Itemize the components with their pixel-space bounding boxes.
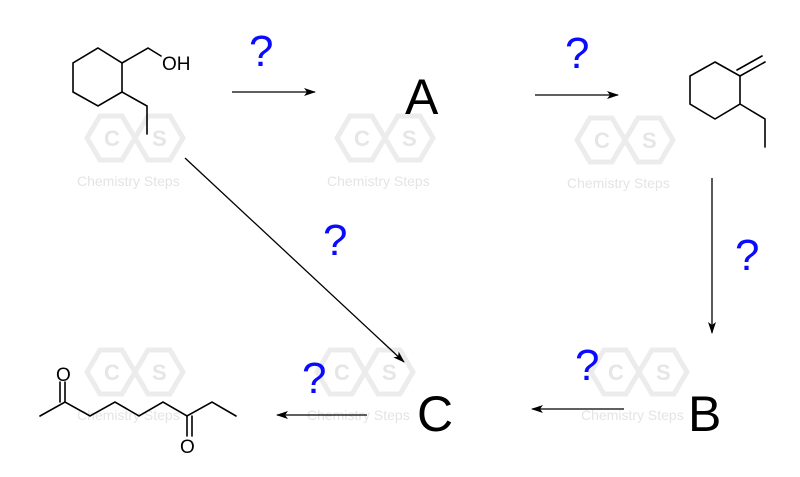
svg-text:Chemistry Steps: Chemistry Steps (77, 407, 180, 423)
methylenecyclohexane-molecule (689, 55, 766, 148)
watermark: C S Chemistry Steps (567, 118, 673, 191)
svg-text:C: C (594, 128, 610, 153)
question-mark: ? (249, 27, 273, 76)
question-mark: ? (323, 216, 347, 265)
svg-text:S: S (152, 126, 167, 151)
svg-text:Chemistry Steps: Chemistry Steps (77, 173, 180, 189)
watermark: C S Chemistry Steps (581, 350, 687, 423)
svg-text:Chemistry Steps: Chemistry Steps (581, 407, 684, 423)
starting-alcohol-molecule: OH (72, 47, 191, 135)
svg-text:S: S (656, 360, 671, 385)
svg-text:S: S (642, 128, 657, 153)
svg-text:C: C (354, 126, 370, 151)
svg-text:C: C (104, 360, 120, 385)
question-mark: ? (565, 29, 589, 78)
watermark: C S Chemistry Steps (77, 116, 183, 189)
hydroxyl-label: OH (162, 54, 191, 75)
svg-text:S: S (152, 360, 167, 385)
compound-label-b: B (688, 386, 721, 442)
arrow-start-to-c (184, 157, 405, 363)
question-mark: ? (302, 354, 326, 403)
question-mark: ? (575, 341, 599, 390)
diketone-molecule: O O (39, 365, 237, 458)
watermark: C S Chemistry Steps (327, 116, 433, 189)
svg-text:C: C (334, 360, 350, 385)
svg-text:C: C (104, 126, 120, 151)
watermark: C S Chemistry Steps (77, 350, 183, 423)
question-mark: ? (735, 231, 759, 280)
compound-label-a: A (405, 69, 439, 125)
svg-text:Chemistry Steps: Chemistry Steps (327, 173, 430, 189)
svg-text:S: S (382, 360, 397, 385)
oxygen-label: O (180, 437, 195, 458)
svg-text:S: S (402, 126, 417, 151)
oxygen-label: O (56, 365, 71, 386)
compound-label-c: C (417, 386, 453, 442)
svg-text:Chemistry Steps: Chemistry Steps (567, 175, 670, 191)
svg-text:C: C (608, 360, 624, 385)
